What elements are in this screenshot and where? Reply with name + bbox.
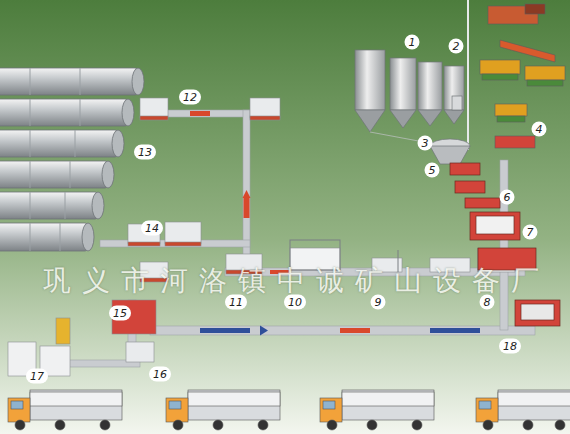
callout-number: 11: [225, 295, 247, 310]
callout-number: 7: [523, 225, 538, 240]
callout-number: 12: [179, 90, 201, 105]
callout-number: 3: [418, 136, 433, 151]
callout-number: 18: [499, 339, 521, 354]
callout-number: 17: [26, 369, 48, 384]
block-stacks: [8, 98, 515, 376]
flow-arrows: [190, 111, 480, 336]
callout-number: 6: [500, 190, 515, 205]
silos: [355, 50, 464, 132]
autoclaves: [0, 68, 144, 251]
callout-number: 14: [141, 221, 163, 236]
callout-number: 15: [109, 306, 131, 321]
callout-number: 10: [284, 295, 306, 310]
watermark: 巩义市河洛镇中诚矿山设备厂: [43, 266, 550, 296]
callout-number: 5: [425, 163, 440, 178]
transfer-tracks: [60, 110, 535, 367]
callout-number: 13: [134, 145, 156, 160]
trucks: [8, 390, 570, 430]
mould-line: [450, 163, 560, 326]
mixer: [370, 132, 470, 164]
callout-number: 4: [532, 122, 547, 137]
callout-number: 2: [449, 39, 464, 54]
callout-number: 8: [480, 295, 495, 310]
callout-number: 1: [405, 35, 420, 50]
pipe: [467, 0, 469, 150]
callout-number: 16: [149, 367, 171, 382]
callout-number: 9: [371, 295, 386, 310]
raw-material-machinery: [480, 4, 565, 148]
